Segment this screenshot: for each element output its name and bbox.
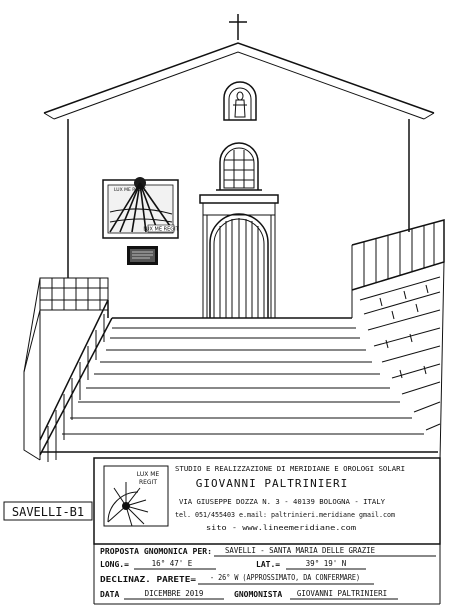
commemorative-plaque	[127, 246, 158, 265]
studio-contact: tel. 051/455403 e.mail: paltrinieri.meri…	[175, 511, 395, 519]
facade-roof	[43, 42, 435, 120]
studio-name: GIOVANNI PALTRINIERI	[196, 477, 348, 490]
left-railing	[23, 277, 113, 462]
value-gnomonista: GIOVANNI PALTRINIERI	[297, 589, 387, 598]
tag-label: SAVELLI-B1	[12, 505, 84, 519]
right-stone-wall	[351, 261, 445, 461]
label-data: DATA	[100, 590, 119, 599]
value-long: 16° 47' E	[152, 559, 193, 568]
value-declinaz: - 26° W (APPROSSIMATO, DA CONFERMARE)	[210, 573, 360, 582]
title-block: LUX ME REGIT STUDIO E REALIZZAZIONE DI M…	[93, 457, 441, 605]
drawing-tag: SAVELLI-B1	[3, 501, 93, 521]
cross-icon	[229, 14, 247, 40]
sundial: LUX ME REGIT LUX ME REGIT	[102, 177, 180, 239]
statue-niche	[223, 81, 257, 121]
studio-logo: LUX ME REGIT	[103, 465, 169, 527]
value-lat: 39° 19' N	[306, 559, 347, 568]
label-lat: LAT.=	[256, 560, 280, 569]
sundial-plate: LUX ME REGIT	[143, 227, 179, 233]
value-proposta: SAVELLI - SANTA MARIA DELLE GRAZIE	[225, 546, 375, 555]
main-portal	[199, 194, 279, 318]
logo-motto-line1: LUX ME	[137, 471, 160, 478]
logo-motto-line2: REGIT	[139, 479, 157, 486]
arched-window	[216, 142, 262, 191]
studio-address: VIA GIUSEPPE DOZZA N. 3 - 40139 BOLOGNA …	[179, 498, 386, 506]
front-staircase	[42, 317, 438, 453]
facade-walls	[67, 119, 410, 278]
door-planks	[219, 218, 259, 318]
label-gnomonista: GNOMONISTA	[234, 590, 282, 599]
sundial-motto: LUX ME REGIT	[114, 187, 146, 193]
label-long: LONG.=	[100, 560, 129, 569]
label-proposta: PROPOSTA GNOMONICA PER:	[100, 547, 212, 556]
value-data: DICEMBRE 2019	[145, 589, 204, 598]
right-railing	[351, 219, 445, 318]
label-declinaz: DECLINAZ. PARETE=	[100, 575, 196, 584]
studio-website: sito - www.lineemeridiane.com	[206, 524, 356, 532]
studio-heading: STUDIO E REALIZZAZIONE DI MERIDIANE E OR…	[175, 465, 405, 473]
